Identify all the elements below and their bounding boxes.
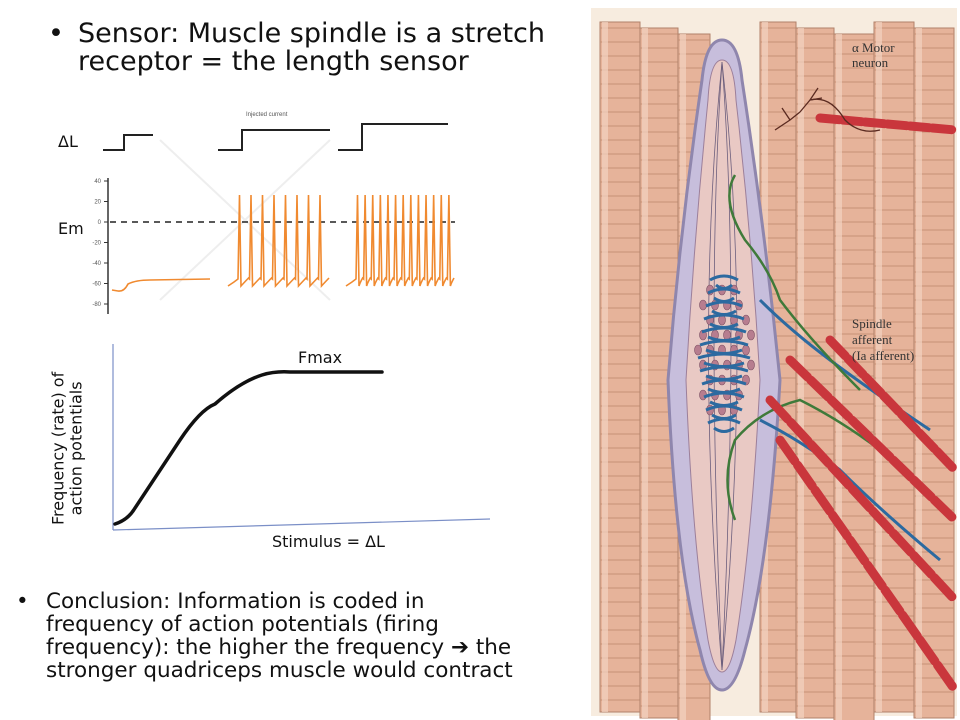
y-axis-label: Frequency (rate) of action potentials [48, 318, 87, 578]
motor-label-1: α Motor [852, 40, 895, 55]
em-trace-medium-burst [227, 194, 330, 289]
nerve-axon [765, 395, 957, 602]
delta-l-traces [103, 123, 448, 151]
title-bullet: • Sensor: Muscle spindle is a stretch re… [48, 18, 578, 78]
nerve-axon [825, 335, 957, 472]
curve-x-axis [112, 518, 491, 531]
conclusion-line-2: frequency of action potentials (firing [46, 612, 439, 637]
x-axis-label: Stimulus = ΔL [272, 532, 385, 551]
delta-l-step-small [103, 134, 153, 151]
nucleus [694, 344, 702, 356]
conclusion-line-3a: frequency): the higher the frequency [46, 635, 445, 660]
nucleus [699, 299, 707, 311]
bullet-dot: • [48, 18, 64, 49]
em-tick-label: -20 [92, 241, 101, 247]
conclusion-line-3: frequency): the higher the frequency ➔ t… [46, 636, 586, 659]
nucleus [747, 329, 755, 341]
title-line-2: receptor = the length sensor [78, 46, 469, 78]
em-tick-label: -80 [92, 302, 101, 308]
em-axis: 40 20 0 -20 -40 -60 -80 [92, 178, 109, 314]
watermark-cross [159, 139, 331, 301]
conclusion-line-3b: the [475, 635, 512, 660]
nucleus [723, 329, 731, 341]
delta-l-step-large [338, 123, 448, 151]
frequency-curve-line [113, 370, 384, 526]
frequency-curve-chart [112, 344, 491, 531]
em-tick-label: -60 [92, 282, 101, 288]
afferent-label-2: afferent [852, 332, 893, 347]
y-axis-label-line-2: action potentials [67, 381, 86, 516]
em-trace-subthreshold [111, 278, 211, 292]
green-afferent-fibers [726, 174, 881, 521]
conclusion-line-4: stronger quadriceps muscle would contrac… [46, 658, 513, 683]
annulospiral-coil [707, 417, 741, 433]
y-axis-label-line-1: Frequency (rate) of [48, 371, 68, 526]
em-tick-label: 20 [94, 200, 101, 206]
fmax-label: Fmax [298, 348, 343, 367]
motor-label-2: neuron [852, 55, 889, 70]
arrow-icon: ➔ [451, 635, 470, 660]
muscle-fiber-column [913, 27, 955, 719]
membrane-traces [111, 194, 455, 292]
em-trace-large-burst [345, 194, 455, 287]
conclusion-line-1: Conclusion: Information is coded in [46, 589, 425, 614]
bullet-dot: • [16, 589, 29, 614]
nerve-axon [785, 355, 957, 522]
muscle-fiber-column [599, 21, 641, 713]
motor-endplate [774, 87, 881, 132]
afferent-label-1: Spindle [852, 316, 892, 331]
em-tick-label: 0 [98, 220, 102, 226]
nerve-axon [775, 435, 957, 691]
em-tick-label: 40 [94, 179, 101, 185]
conclusion-bullet: • Conclusion: Information is coded in fr… [16, 589, 586, 683]
nerve-axon [815, 113, 957, 135]
em-tick-label: -40 [92, 261, 101, 267]
nucleus [742, 344, 750, 356]
delta-l-step-medium [218, 129, 330, 151]
em-label: Em [58, 219, 84, 238]
muscle-spindle-illustration: α Motor neuron Spindle afferent (Ia affe… [591, 8, 957, 720]
nucleus [747, 359, 755, 371]
title-line-1: Sensor: Muscle spindle is a stretch [78, 18, 546, 49]
afferent-label-3: (Ia afferent) [852, 348, 914, 363]
delta-l-label: ΔL [58, 132, 78, 151]
injected-current-label: Injected current [246, 112, 288, 118]
